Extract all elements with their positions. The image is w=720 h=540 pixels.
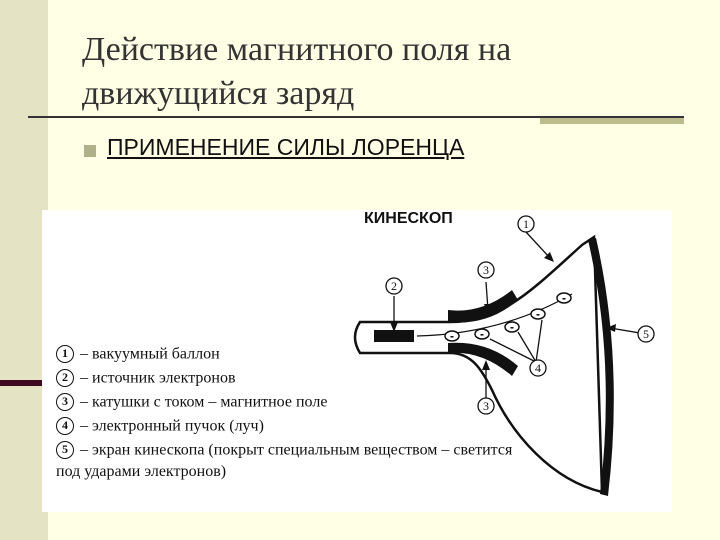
slide-title: Действие магнитного поля на движущийся з… [82, 31, 512, 112]
legend-text: – вакуумный баллон [80, 345, 220, 363]
kinescope-figure: - - - - - 1 2 3 3 4 [42, 210, 672, 512]
figure-legend: 1 – вакуумный баллон 2 – источник электрон… [56, 342, 666, 484]
svg-text:1: 1 [523, 217, 529, 231]
legend-number: 1 [56, 345, 74, 364]
coil-top [448, 290, 518, 323]
bullet-square-icon [84, 145, 96, 157]
title-divider-accent [540, 118, 684, 124]
vacuum-bulb-outline [353, 234, 604, 494]
legend-number: 3 [56, 393, 74, 412]
svg-text:-: - [536, 307, 540, 321]
legend-item: 3 – катушки с током – магнитное поле [56, 390, 666, 414]
svg-text:-: - [480, 327, 484, 341]
electron: - [556, 291, 572, 305]
marker-5: 5 [637, 325, 655, 343]
legend-number: 2 [56, 369, 74, 388]
svg-text:-: - [510, 320, 514, 334]
legend-text: – экран кинескопа (покрыт специальным ве… [80, 441, 513, 459]
marker-3-top: 3 [477, 261, 495, 279]
marker-3-bottom: 3 [477, 397, 495, 415]
electron-source [374, 330, 414, 342]
svg-text:3: 3 [483, 263, 489, 277]
side-accent-bar [0, 380, 48, 386]
marker-4: 4 [529, 359, 547, 377]
svg-text:-: - [562, 291, 566, 305]
side-band [0, 0, 48, 540]
legend-item: 1 – вакуумный баллон [56, 342, 666, 366]
legend-item: 2 – источник электронов [56, 366, 666, 390]
screen-shape [588, 238, 614, 496]
legend-item: 5 – экран кинескопа (покрыт специальным в… [56, 438, 666, 462]
electron: - [474, 327, 490, 341]
marker-2: 2 [385, 277, 403, 295]
svg-text:3: 3 [483, 399, 489, 413]
marker-1: 1 [517, 215, 535, 233]
svg-text:2: 2 [391, 279, 397, 293]
electron-beam [416, 293, 573, 337]
legend-continuation: под ударами электронов) [56, 463, 227, 480]
legend-text: – источник электронов [80, 369, 236, 387]
electron: - [444, 329, 460, 343]
electron: - [504, 320, 520, 334]
title-divider [28, 116, 684, 118]
bullet-text: ПРИМЕНЕНИЕ СИЛЫ ЛОРЕНЦА [107, 134, 465, 160]
figure-title: КИНЕСКОП [364, 210, 453, 227]
electron: - [530, 307, 546, 321]
legend-item: 4 – электронный пучок (луч) [56, 414, 666, 438]
coil-bottom [448, 342, 518, 376]
legend-text: – катушки с током – магнитное поле [80, 393, 328, 411]
legend-number: 4 [56, 417, 74, 436]
svg-text:5: 5 [643, 327, 649, 341]
svg-text:-: - [450, 329, 454, 343]
svg-text:4: 4 [535, 361, 541, 375]
legend-text: – электронный пучок (луч) [80, 417, 264, 435]
kinescope-diagram: - - - - - 1 2 3 3 4 [353, 215, 655, 496]
legend-number: 5 [56, 441, 74, 460]
